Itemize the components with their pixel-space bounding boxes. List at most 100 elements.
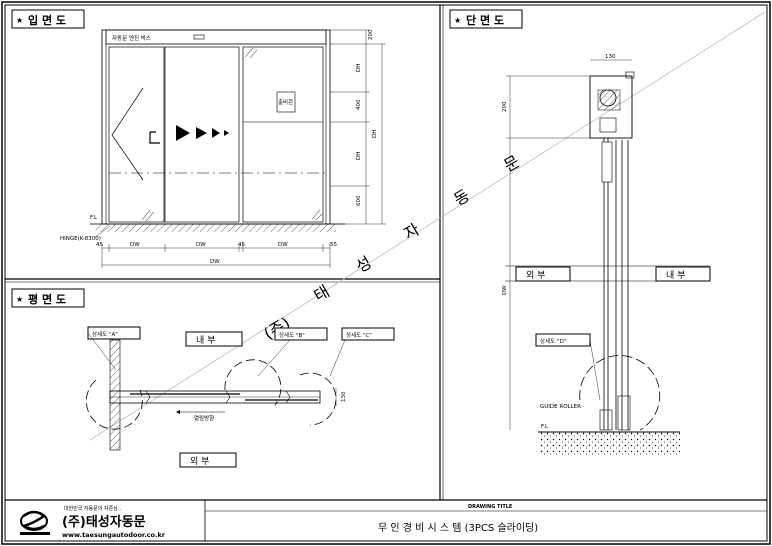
star-icon: ★ [16, 16, 23, 25]
plan-title-box [11, 288, 85, 308]
inner-label-box [655, 266, 711, 282]
dim-right-2: DH [356, 64, 362, 72]
dim-bottom-2: DW [130, 242, 140, 248]
detail-b-circle [224, 359, 282, 406]
floor-hatch [96, 224, 336, 232]
glass-mark [249, 49, 258, 59]
detail-b-box [274, 327, 328, 341]
plan-panel: ★ 평 면 도 상세도 "A" 내 부 상세도 "B" 상세도 "C" 열림방향 [11, 288, 395, 468]
inner-border [4, 4, 768, 542]
detail-a-circle [85, 379, 143, 430]
section-floor [540, 432, 680, 456]
hinge-leader [94, 225, 111, 238]
glass-mark [244, 47, 254, 58]
door-frame-outer [101, 29, 331, 225]
fl-label: F.L [90, 215, 98, 221]
glass-mark [311, 209, 321, 220]
detail-d-circle [579, 355, 661, 431]
dim-right-6: DH [356, 152, 362, 160]
header-label: 자동문 엔진 박스 [112, 34, 151, 42]
sensor-box [276, 91, 296, 113]
dim-total: DW [210, 259, 220, 265]
glass-mark [315, 213, 323, 221]
guide-roller-label: GUIDE ROLLER [540, 404, 581, 410]
dim-bottom-6: 55 [330, 242, 337, 248]
dim-right-4: DH [372, 130, 378, 138]
arrow-icon [212, 128, 220, 138]
section-title: 단 면 도 [466, 13, 504, 27]
drawing-title: 무 인 경 비 시 스 템 (3PCS 슬라이딩) [378, 521, 538, 534]
star-icon: ★ [16, 295, 23, 304]
detail-b-label: 상세도 "B" [279, 331, 305, 339]
section-dim-left-1: 200 [502, 101, 508, 112]
section-panel: ★ 단 면 도 130 외 부 내 부 200 DW 상세도 "D" [449, 9, 711, 456]
engine-box [589, 75, 633, 139]
rail-block [599, 117, 617, 133]
detail-a-label: 상세도 "A" [92, 330, 118, 338]
watermark-char: 태 [311, 282, 333, 306]
watermark-char: 자 [401, 220, 423, 244]
plan-break [225, 390, 231, 404]
detail-c-leader [329, 339, 346, 377]
detail-c-label: 상세도 "C" [346, 331, 372, 339]
elevation-title: 입 면 도 [28, 13, 66, 27]
header-slot [193, 34, 205, 40]
star-icon: ★ [454, 16, 461, 25]
dim-bottom-3: DW [196, 242, 206, 248]
plan-outer-label: 외 부 [190, 455, 209, 467]
plan-dim-right-label: 130 [341, 391, 347, 402]
section-outer-label: 외 부 [526, 269, 545, 281]
elevation-panel: ★ 입 면 도 자동문 엔진 박스 출비콘 F.L [11, 9, 386, 268]
engine-cap [625, 71, 635, 79]
detail-b-leader [257, 339, 291, 377]
arrow-icon [224, 130, 229, 136]
plan-inner-box [185, 331, 243, 347]
door-bracket [601, 141, 613, 183]
title-block: DRAWING TITLE 무 인 경 비 시 스 템 (3PCS 슬라이딩) … [5, 499, 767, 541]
glass-mark [141, 209, 151, 221]
hinge-label: HINGE(K-8300) [60, 236, 101, 242]
watermark: (주) 태 성 자 동 문 [261, 152, 523, 344]
opening-chevron [111, 87, 144, 181]
section-fl-label: F.L [541, 424, 549, 430]
guide-roller [599, 409, 613, 431]
dim-right-3: 400 [356, 99, 362, 110]
fixed-leaf [242, 46, 324, 223]
drawing-title-label: DRAWING TITLE [468, 504, 513, 510]
door-leaf-1 [108, 46, 165, 223]
section-dim-left-2: DW [502, 285, 508, 295]
detail-d-label: 상세도 "D" [540, 337, 566, 345]
section-dim-top: 130 [605, 54, 616, 60]
plan-outer-box [179, 452, 237, 468]
dim-bottom-1: 45 [96, 242, 103, 248]
dim-bottom-4: 45 [238, 242, 245, 248]
arrow-icon [176, 125, 190, 141]
plan-break [145, 390, 151, 404]
door-handle [149, 131, 160, 144]
company-website: www.taesungautodoor.co.kr [62, 531, 166, 539]
open-direction-label: 열림방향 [194, 414, 214, 422]
company-slogan: 대한민국 자동문의 자존심.. [64, 505, 121, 512]
watermark-char: 성 [353, 253, 375, 277]
glass-mark [145, 211, 155, 222]
company-logo [20, 510, 50, 535]
watermark-char: 문 [501, 152, 523, 176]
detail-d-leader [589, 339, 601, 401]
motor-body [597, 89, 621, 111]
plan-title: 평 면 도 [28, 292, 66, 306]
outer-label-box [515, 266, 571, 282]
company-name: (주)태성자동문 [62, 515, 146, 530]
dim-right-5: 600 [356, 195, 362, 206]
watermark-char: 동 [451, 186, 473, 210]
detail-c-box [341, 327, 395, 341]
detail-c-circle [299, 372, 337, 426]
arrow-icon [176, 410, 180, 414]
plan-inner-label: 내 부 [196, 335, 215, 346]
watermark-line [89, 11, 766, 441]
dim-bottom-5: DW [278, 242, 288, 248]
section-inner-label: 내 부 [666, 270, 685, 281]
guide-roller-2 [617, 395, 631, 431]
sensor-label: 출비콘 [278, 98, 293, 106]
